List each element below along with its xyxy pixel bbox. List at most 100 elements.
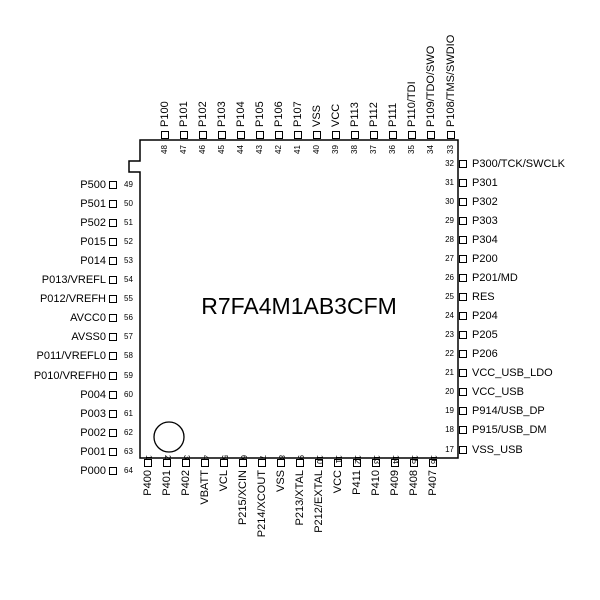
pin-2-pad bbox=[162, 459, 171, 467]
chip-body bbox=[128, 139, 459, 459]
pin-64-number: 64 bbox=[124, 465, 133, 475]
pin-23-label: P205 bbox=[472, 329, 498, 342]
pin-15-label: P408 bbox=[408, 470, 421, 496]
pin-44-label: P104 bbox=[234, 101, 247, 127]
pin-18-label: P915/USB_DM bbox=[472, 424, 547, 437]
pin1-indicator bbox=[153, 421, 185, 453]
pin-34-pad bbox=[427, 131, 436, 139]
pin-3-pad bbox=[181, 459, 190, 467]
pin-54-label: P013/VREFL bbox=[41, 274, 106, 287]
pin-23-number: 23 bbox=[445, 330, 454, 340]
pin-14-pad bbox=[391, 459, 400, 467]
pin-6-number: 6 bbox=[238, 455, 248, 460]
pin-13-number: 13 bbox=[372, 455, 382, 464]
pin-64-label: P000 bbox=[80, 464, 106, 477]
pin-48-label: P100 bbox=[158, 101, 171, 127]
pin-19-number: 19 bbox=[445, 406, 454, 416]
pin-1-number: 1 bbox=[143, 455, 153, 460]
pin-25-pad bbox=[459, 293, 467, 302]
pin-29-label: P303 bbox=[472, 214, 498, 227]
pin-8-pad bbox=[276, 459, 285, 467]
pin-60-pad bbox=[109, 390, 117, 399]
pin-9-number: 9 bbox=[295, 455, 305, 460]
pin-35-number: 35 bbox=[407, 145, 417, 154]
pin-39-label: VCC bbox=[330, 103, 343, 127]
pin-23-pad bbox=[459, 331, 467, 340]
pin-63-pad bbox=[109, 447, 117, 456]
pin-18-number: 18 bbox=[445, 425, 454, 435]
pin-45-pad bbox=[217, 131, 226, 139]
pin-17-pad bbox=[459, 445, 467, 454]
pin-39-number: 39 bbox=[331, 145, 341, 154]
pin-33-label: P108/TMS/SWDIO bbox=[444, 34, 457, 127]
pin-5-number: 5 bbox=[219, 455, 229, 460]
pin-28-label: P304 bbox=[472, 233, 498, 246]
pin-50-number: 50 bbox=[124, 199, 133, 209]
pin-19-pad bbox=[459, 407, 467, 416]
pin-41-pad bbox=[294, 131, 303, 139]
pin-54-pad bbox=[109, 276, 117, 285]
pin-30-label: P302 bbox=[472, 195, 498, 208]
pin-16-label: P407 bbox=[427, 470, 440, 496]
pin-53-number: 53 bbox=[124, 256, 133, 266]
pin-59-number: 59 bbox=[124, 370, 133, 380]
pin-22-label: P206 bbox=[472, 348, 498, 361]
pin-49-number: 49 bbox=[124, 180, 133, 189]
pin-40-pad bbox=[313, 131, 322, 139]
pin-43-label: P105 bbox=[254, 101, 266, 127]
part-number: R7FA4M1AB3CFM bbox=[201, 293, 397, 319]
pin-38-number: 38 bbox=[350, 145, 360, 154]
pin-29-pad bbox=[459, 216, 467, 225]
pin-55-label: P012/VREFH bbox=[39, 293, 106, 306]
pin-35-pad bbox=[408, 131, 417, 139]
pin-17-number: 17 bbox=[445, 444, 454, 454]
pin-8-label: VSS bbox=[274, 470, 287, 493]
pin-38-label: P113 bbox=[349, 102, 362, 127]
pin-52-label: P015 bbox=[80, 236, 106, 249]
pin-47-number: 47 bbox=[178, 145, 188, 154]
pin-6-pad bbox=[238, 459, 247, 467]
pin-62-number: 62 bbox=[124, 427, 133, 437]
pin-31-number: 31 bbox=[445, 177, 454, 187]
pin-33-number: 33 bbox=[445, 145, 455, 154]
pin-36-pad bbox=[389, 131, 398, 139]
pin-8-number: 8 bbox=[276, 455, 286, 460]
pin-47-label: P101 bbox=[177, 101, 190, 127]
pin-13-label: P410 bbox=[370, 470, 383, 496]
pin-63-number: 63 bbox=[124, 446, 133, 456]
pin-25-number: 25 bbox=[445, 292, 454, 302]
pin-32-number: 32 bbox=[445, 158, 454, 168]
pin-41-number: 41 bbox=[293, 145, 303, 154]
pin-46-label: P102 bbox=[196, 101, 209, 127]
pin-50-pad bbox=[109, 200, 117, 209]
pin-32-label: P300/TCK/SWCLK bbox=[472, 157, 565, 170]
pin-62-pad bbox=[109, 428, 117, 437]
pin-40-number: 40 bbox=[312, 145, 322, 154]
pin-26-pad bbox=[459, 274, 467, 283]
pin-7-pad bbox=[257, 459, 266, 467]
pin-4-number: 4 bbox=[200, 455, 210, 460]
pin-5-label: VCL bbox=[217, 470, 230, 492]
pin-9-label: P213/XTAL bbox=[293, 470, 306, 526]
pin-21-pad bbox=[459, 369, 467, 378]
pin-56-label: AVCC0 bbox=[70, 312, 106, 325]
pin-52-pad bbox=[109, 238, 117, 247]
pin-11-pad bbox=[334, 459, 342, 467]
pin-32-pad bbox=[459, 159, 467, 168]
pin-57-number: 57 bbox=[124, 332, 133, 342]
pin-61-pad bbox=[109, 409, 117, 418]
pin-42-number: 42 bbox=[274, 145, 284, 154]
pin-52-number: 52 bbox=[124, 237, 133, 247]
pin-12-label: P411 bbox=[351, 470, 364, 495]
pin-14-label: P409 bbox=[389, 470, 402, 496]
pin-10-label: P212/EXTAL bbox=[312, 470, 325, 533]
pin-37-pad bbox=[370, 131, 379, 139]
pin-41-label: P107 bbox=[292, 101, 305, 127]
pin-42-pad bbox=[275, 131, 284, 139]
pin-36-label: P111 bbox=[387, 102, 400, 127]
pin-43-number: 43 bbox=[255, 145, 264, 154]
pin-33-pad bbox=[446, 131, 455, 139]
pin-20-label: VCC_USB bbox=[472, 386, 524, 399]
pin-20-number: 20 bbox=[445, 387, 454, 397]
pin-31-pad bbox=[459, 178, 467, 187]
